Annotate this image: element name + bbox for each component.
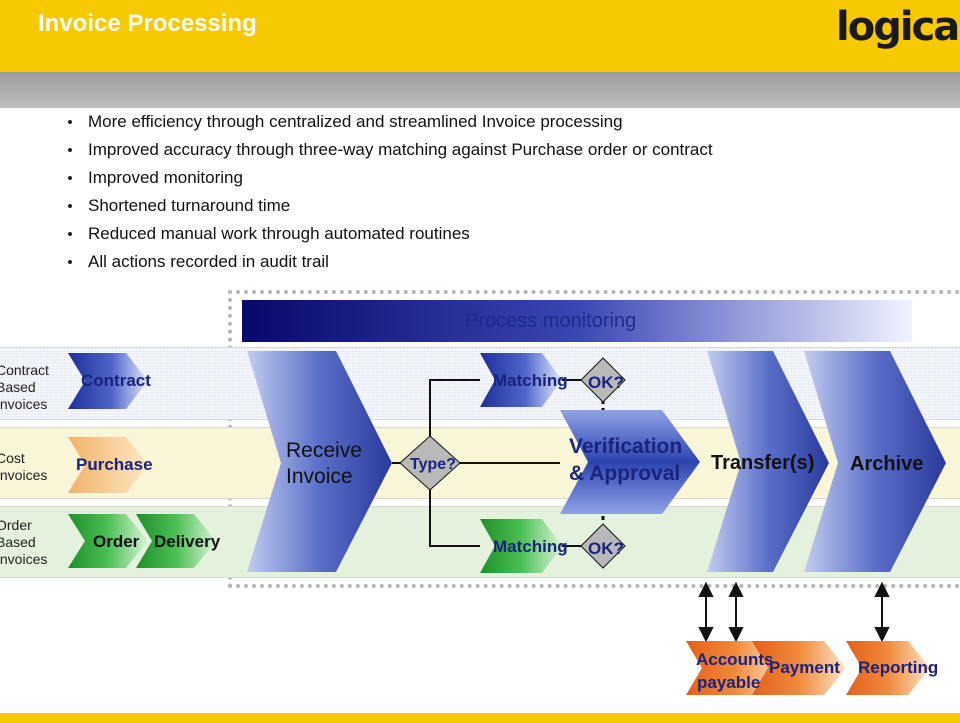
receive-invoice-line: Invoice <box>286 465 353 488</box>
process-monitoring-label: Process monitoring <box>465 310 637 332</box>
type-decision-label: Type? <box>410 456 456 473</box>
type-decision-shape <box>399 435 461 491</box>
delivery-arrow <box>136 514 216 568</box>
receive-invoice-label: Receive Invoice <box>286 439 368 488</box>
purchase-label: Purchase <box>76 455 153 474</box>
ok-bottom-label: OK? <box>588 539 624 558</box>
footer-stripe <box>0 713 960 723</box>
payment-connector-up-arrowhead <box>728 581 744 597</box>
order-arrow <box>68 514 148 568</box>
accounts-connector-down-arrowhead <box>698 627 714 643</box>
verification-line: & Approval <box>569 462 680 485</box>
connector-type-to-matching-top <box>429 379 480 446</box>
contract-label: Contract <box>81 371 151 390</box>
connector-type-to-matching-bottom <box>429 480 480 547</box>
receive-invoice-line: Receive <box>286 439 362 462</box>
accounts-connector-up-arrowhead <box>698 581 714 597</box>
matching-bottom-arrow <box>480 519 562 573</box>
archive-label: Archive <box>850 453 923 475</box>
header-bar: Invoice Processing logica <box>0 0 960 72</box>
purchase-arrow <box>68 437 148 493</box>
lane-label-line: Invoices <box>0 396 48 412</box>
transfer-chevron <box>707 351 829 572</box>
payment-arrow <box>752 641 846 695</box>
verification-label: Verification & Approval <box>569 435 688 485</box>
reporting-connector-up-arrowhead <box>874 581 890 597</box>
payment-label: Payment <box>769 658 840 677</box>
ok-bottom-diamond <box>580 523 626 569</box>
bullet-item: Reduced manual work through automated ro… <box>68 220 713 248</box>
lane-label-line: Order <box>0 517 32 533</box>
bullet-item: Improved accuracy through three-way matc… <box>68 136 713 164</box>
page-title: Invoice Processing <box>38 10 257 37</box>
benefits-list: More efficiency through centralized and … <box>68 108 713 276</box>
ok-top-diamond <box>580 357 626 403</box>
order-label: Order <box>93 532 140 551</box>
process-monitoring-bar <box>242 300 912 342</box>
logica-logo: logica <box>836 4 960 50</box>
accounts-payable-arrow <box>686 641 784 695</box>
matching-top-arrow <box>480 353 562 407</box>
reporting-connector-down-arrowhead <box>874 627 890 643</box>
matching-top-label: Matching <box>493 371 568 390</box>
bullet-item: More efficiency through centralized and … <box>68 108 713 136</box>
ok-top-label: OK? <box>588 373 624 392</box>
bullet-item: Shortened turnaround time <box>68 192 713 220</box>
accounts-payable-label: Accounts payable <box>696 650 778 692</box>
bullet-item: All actions recorded in audit trail <box>68 248 713 276</box>
receive-invoice-chevron <box>247 351 392 572</box>
bullet-item: Improved monitoring <box>68 164 713 192</box>
lane-label-line: Contract <box>0 362 49 378</box>
lane-label-line: Invoices <box>0 551 48 567</box>
header-band <box>0 72 960 108</box>
reporting-label: Reporting <box>858 658 938 677</box>
payment-connector-down-arrowhead <box>728 627 744 643</box>
lane-label-line: Cost <box>0 450 25 466</box>
transfer-label: Transfer(s) <box>711 452 814 474</box>
verification-line: Verification <box>569 435 682 458</box>
output-connectors <box>698 581 890 643</box>
lane-label-line: Based <box>0 534 36 550</box>
accounts-payable-line: payable <box>697 673 760 692</box>
accounts-payable-line: Accounts <box>696 650 773 669</box>
delivery-label: Delivery <box>154 532 221 551</box>
verification-arrow <box>560 410 700 514</box>
lane-label-line: Invoices <box>0 467 48 483</box>
lane-label-contract: Contract Based Invoices <box>0 362 49 413</box>
lane-label-line: Based <box>0 379 36 395</box>
matching-bottom-label: Matching <box>493 537 568 556</box>
lane-label-order: Order Based Invoices <box>0 517 47 568</box>
reporting-arrow <box>846 641 930 695</box>
archive-chevron <box>804 351 946 572</box>
contract-arrow <box>68 353 148 409</box>
lane-label-cost: Cost Invoices <box>0 450 47 484</box>
